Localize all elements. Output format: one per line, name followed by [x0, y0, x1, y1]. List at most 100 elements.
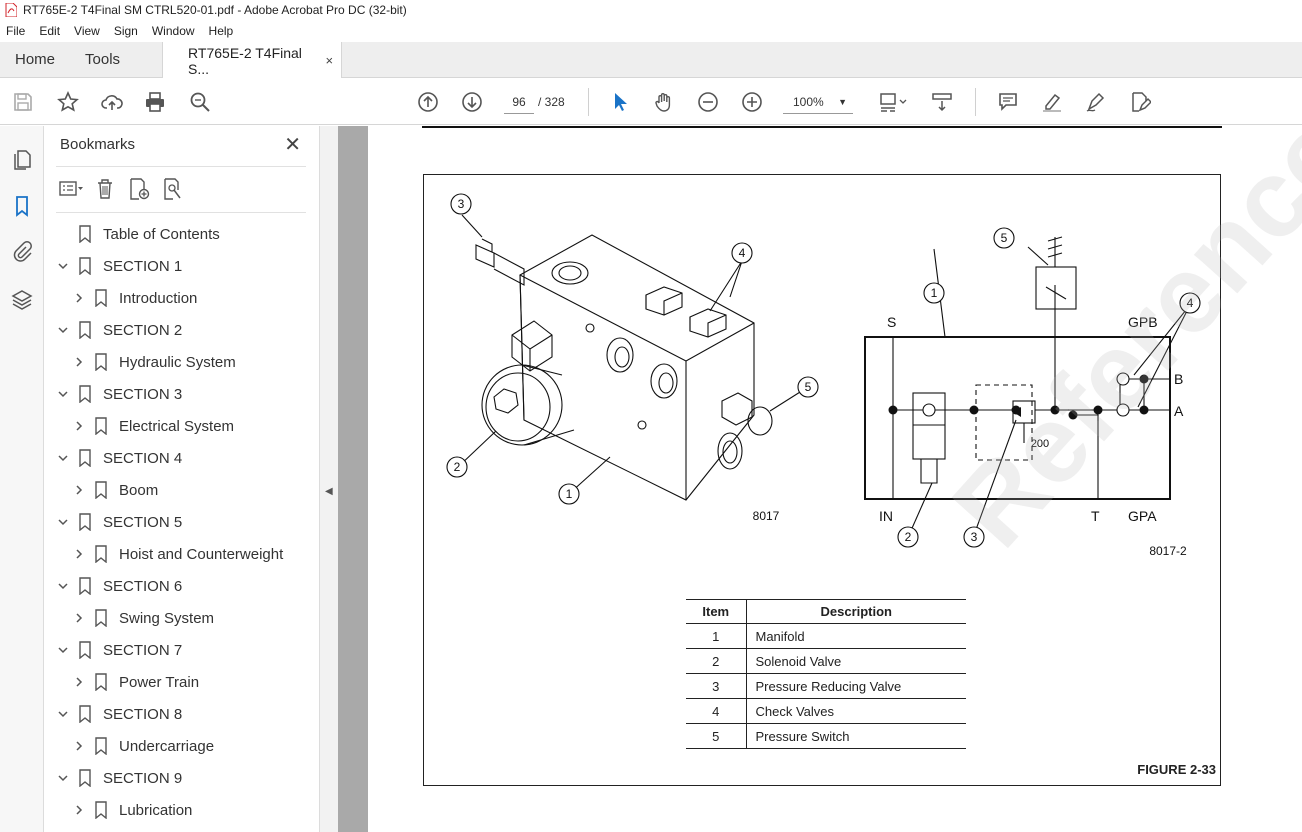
- bookmark-panel-icon[interactable]: [10, 194, 34, 218]
- new-bookmark-icon[interactable]: [126, 177, 152, 201]
- bookmark-item[interactable]: SECTION 1: [56, 250, 182, 282]
- callout: 1: [931, 286, 938, 300]
- bookmark-item[interactable]: Swing System: [72, 602, 214, 634]
- zoom-in-icon[interactable]: [740, 90, 764, 114]
- chevron-down-icon[interactable]: [56, 771, 70, 785]
- star-icon[interactable]: [56, 90, 80, 114]
- attachment-icon[interactable]: [10, 240, 34, 264]
- search-zoom-icon[interactable]: [188, 90, 212, 114]
- navigation-rail: [0, 126, 44, 832]
- table-header-row: Item Description: [686, 599, 966, 624]
- delete-icon[interactable]: [92, 177, 118, 201]
- callout: 4: [1187, 296, 1194, 310]
- bookmark-item[interactable]: SECTION 9: [56, 762, 182, 794]
- chevron-down-icon[interactable]: [56, 387, 70, 401]
- comment-icon[interactable]: [996, 90, 1020, 114]
- fit-page-icon[interactable]: [876, 90, 910, 114]
- highlight-pen-icon[interactable]: [1040, 90, 1064, 114]
- table-row: 4 Check Valves: [686, 698, 966, 724]
- chevron-right-icon[interactable]: [72, 803, 86, 817]
- chevron-down-icon[interactable]: [56, 323, 70, 337]
- divider: [56, 166, 306, 167]
- table-cell-description: Pressure Reducing Valve: [746, 673, 966, 699]
- chevron-right-icon[interactable]: [72, 611, 86, 625]
- tab-document-label: RT765E-2 T4Final S...: [188, 44, 302, 77]
- tab-home[interactable]: Home: [15, 51, 56, 68]
- bookmark-label: Undercarriage: [119, 737, 215, 755]
- chevron-right-icon[interactable]: [72, 675, 86, 689]
- bookmark-label: Swing System: [119, 609, 215, 627]
- hand-tool-icon[interactable]: [652, 90, 676, 114]
- page-down-icon[interactable]: [460, 90, 484, 114]
- bookmark-icon: [78, 705, 92, 724]
- sign-pen-icon[interactable]: [1084, 90, 1108, 114]
- save-icon[interactable]: [11, 90, 35, 114]
- bookmark-icon: [94, 481, 108, 500]
- chevron-down-icon[interactable]: [56, 515, 70, 529]
- bookmark-label: Table of Contents: [103, 225, 220, 243]
- page-number-input[interactable]: 96: [504, 90, 534, 114]
- bookmark-item[interactable]: Boom: [72, 474, 158, 506]
- zoom-out-icon[interactable]: [696, 90, 720, 114]
- tab-document[interactable]: RT765E-2 T4Final S... ×: [162, 42, 343, 79]
- bookmark-item[interactable]: SECTION 6: [56, 570, 182, 602]
- chevron-down-icon[interactable]: [56, 579, 70, 593]
- callout: 5: [1001, 231, 1008, 245]
- zoom-select[interactable]: 100% ▼: [783, 90, 853, 114]
- menu-edit[interactable]: Edit: [39, 24, 61, 38]
- chevron-down-icon[interactable]: [56, 451, 70, 465]
- bookmark-icon: [94, 801, 108, 820]
- bookmark-item[interactable]: SECTION 3: [56, 378, 182, 410]
- options-menu-icon[interactable]: [58, 177, 84, 201]
- menu-help[interactable]: Help: [208, 24, 234, 38]
- chevron-right-icon[interactable]: [72, 739, 86, 753]
- menu-sign[interactable]: Sign: [113, 24, 138, 38]
- print-icon[interactable]: [143, 90, 167, 114]
- menu-window[interactable]: Window: [151, 24, 195, 38]
- bookmark-item[interactable]: Introduction: [72, 282, 197, 314]
- scroll-mode-icon[interactable]: [930, 90, 954, 114]
- chevron-right-icon[interactable]: [72, 291, 86, 305]
- bookmark-item[interactable]: SECTION 4: [56, 442, 182, 474]
- port-label-gpb: GPB: [1128, 314, 1158, 330]
- menu-view[interactable]: View: [74, 24, 100, 38]
- callout: 5: [805, 380, 812, 394]
- chevron-right-icon[interactable]: [72, 483, 86, 497]
- bookmark-item[interactable]: Electrical System: [72, 410, 234, 442]
- bookmark-item[interactable]: SECTION 7: [56, 634, 182, 666]
- bookmark-item[interactable]: Table of Contents: [56, 218, 220, 250]
- chevron-right-icon[interactable]: [72, 355, 86, 369]
- bookmark-item[interactable]: SECTION 8: [56, 698, 182, 730]
- edit-document-icon[interactable]: [1128, 90, 1152, 114]
- close-icon[interactable]: ✕: [284, 134, 301, 156]
- panel-collapse-handle[interactable]: ◀: [320, 126, 338, 832]
- chevron-down-icon[interactable]: [56, 643, 70, 657]
- bookmark-item[interactable]: Lubrication: [72, 794, 192, 826]
- page-up-icon[interactable]: [416, 90, 440, 114]
- tab-tools[interactable]: Tools: [85, 51, 121, 68]
- tab-close-icon[interactable]: ×: [325, 53, 334, 68]
- callout: 4: [739, 246, 746, 260]
- find-bookmark-icon[interactable]: [160, 177, 186, 201]
- bookmark-item[interactable]: Undercarriage: [72, 730, 214, 762]
- layers-icon[interactable]: [10, 288, 34, 312]
- page-thumbnails-icon[interactable]: [10, 148, 34, 172]
- chevron-right-icon[interactable]: [72, 419, 86, 433]
- bookmark-item[interactable]: SECTION 5: [56, 506, 182, 538]
- bookmark-item[interactable]: Hoist and Counterweight: [72, 538, 283, 570]
- cloud-upload-icon[interactable]: [100, 90, 124, 114]
- chevron-down-icon[interactable]: [56, 707, 70, 721]
- table-cell-item: 2: [686, 648, 747, 674]
- bookmark-icon: [94, 289, 108, 308]
- chevron-down-icon[interactable]: [56, 259, 70, 273]
- select-cursor-icon[interactable]: [608, 90, 632, 114]
- bookmark-item[interactable]: SECTION 2: [56, 314, 182, 346]
- bookmark-item[interactable]: Power Train: [72, 666, 199, 698]
- bookmark-label: SECTION 6: [103, 577, 183, 595]
- table-cell-description: Solenoid Valve: [746, 648, 966, 674]
- manifold-illustration: 3 4 5 2 1 8017: [446, 193, 1201, 558]
- figure-frame: 3 4 5 2 1 8017: [423, 174, 1221, 786]
- chevron-right-icon[interactable]: [72, 547, 86, 561]
- menu-file[interactable]: File: [6, 24, 26, 38]
- bookmark-item[interactable]: Hydraulic System: [72, 346, 236, 378]
